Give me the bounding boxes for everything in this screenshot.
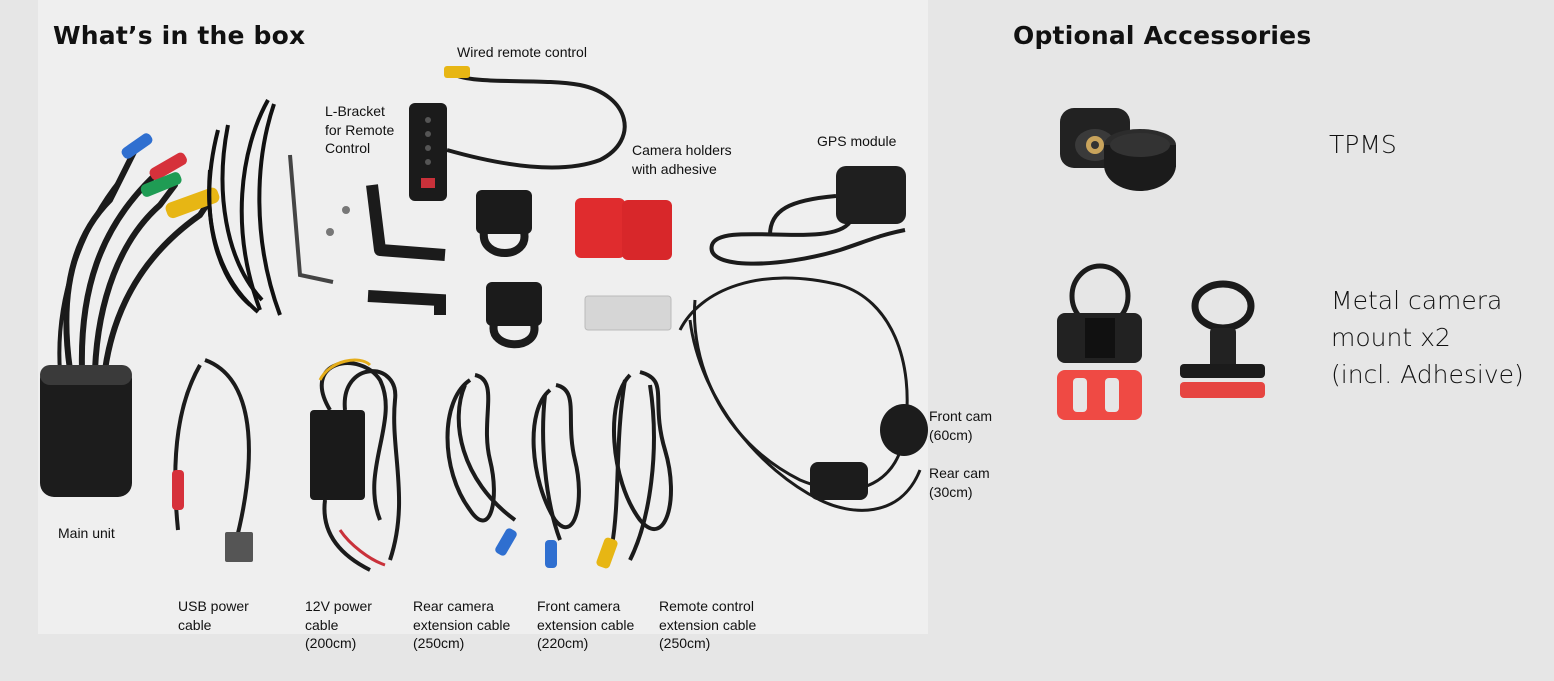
gps-module bbox=[836, 166, 906, 224]
label-usb: USB power cable bbox=[178, 598, 249, 633]
box-photo-panel bbox=[38, 0, 928, 634]
label-12v: 12V power cable (200cm) bbox=[305, 598, 372, 651]
main-unit-image bbox=[57, 147, 213, 374]
hex-key bbox=[288, 154, 334, 284]
label-clip-mask bbox=[997, 380, 1017, 520]
adhesive-pad bbox=[575, 198, 625, 258]
l-bracket bbox=[366, 184, 446, 261]
accessories-title: Optional Accessories bbox=[1013, 21, 1312, 50]
label-tpms: TPMS bbox=[1329, 130, 1397, 159]
front-camera bbox=[880, 404, 928, 456]
metal-mount-image bbox=[1057, 263, 1265, 420]
label-front-ext: Front camera extension cable (220cm) bbox=[537, 598, 635, 651]
label-metal-mount: Metal camera mount x2 (incl. Adhesive) bbox=[1331, 286, 1524, 389]
label-lbracket: L-Bracket for Remote Control bbox=[325, 103, 395, 156]
usb-plug bbox=[225, 532, 253, 562]
remote-connector bbox=[444, 66, 470, 78]
main-unit-body bbox=[40, 365, 132, 497]
label-remote-ext: Remote control extension cable (250cm) bbox=[659, 598, 757, 651]
power-box bbox=[310, 410, 365, 500]
label-camera-holders: Camera holders with adhesive bbox=[632, 142, 732, 177]
rear-camera bbox=[810, 462, 868, 500]
label-wired-remote: Wired remote control bbox=[457, 44, 587, 60]
colored-connectors bbox=[121, 133, 220, 219]
label-rear-ext: Rear camera extension cable (250cm) bbox=[413, 598, 511, 651]
zip-ties bbox=[207, 99, 282, 316]
label-main-unit: Main unit bbox=[58, 525, 115, 541]
remote-body bbox=[409, 103, 447, 201]
label-front-cam: Front cam (60cm) bbox=[929, 408, 993, 443]
box-title: What’s in the box bbox=[53, 21, 306, 50]
tpms-image bbox=[1060, 108, 1176, 191]
label-gps: GPS module bbox=[817, 133, 897, 149]
label-rear-cam: Rear cam (30cm) bbox=[929, 465, 990, 500]
camera-holder bbox=[476, 190, 542, 349]
